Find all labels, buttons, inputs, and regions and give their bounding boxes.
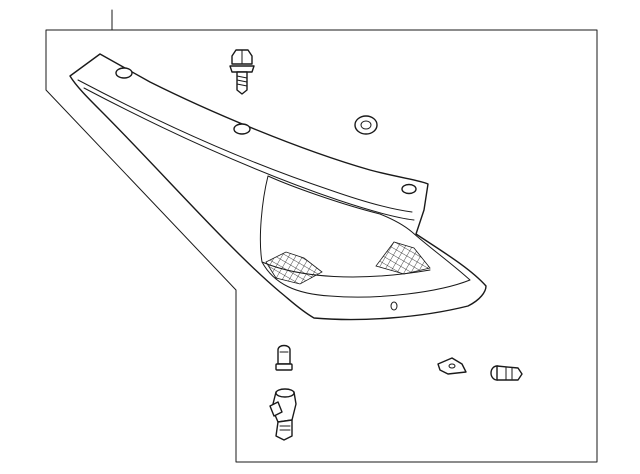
mount-hole-2	[233, 123, 251, 135]
mount-hole-1	[115, 67, 133, 79]
grommet-washer	[354, 115, 378, 135]
mounting-bolt	[229, 49, 255, 95]
drain-hole	[390, 301, 398, 311]
bulb	[275, 344, 293, 371]
diagram-frame	[45, 29, 598, 463]
bulb-socket	[269, 388, 297, 441]
retaining-clip	[437, 357, 467, 375]
tail-lamp-housing	[69, 53, 487, 321]
mount-hole-3	[401, 183, 417, 195]
wedge-bulb-small	[490, 365, 523, 381]
